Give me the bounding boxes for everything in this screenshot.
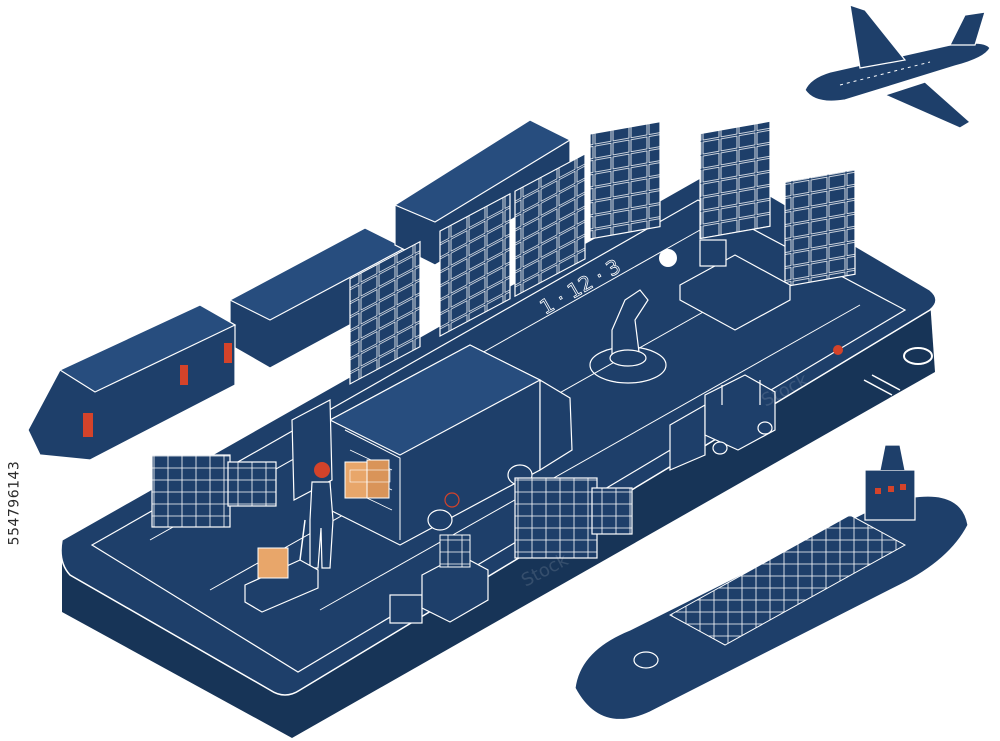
stock-id-text: 554796143	[6, 460, 23, 546]
freight-train	[27, 119, 572, 476]
forklift-right	[669, 374, 776, 471]
pallet-stack-left	[151, 454, 277, 528]
shelf-unit-6	[784, 168, 856, 288]
shelf-unit-2	[439, 192, 511, 337]
shelf-unit-3	[514, 153, 586, 298]
stock-id-label: 554796143	[2, 384, 26, 622]
airplane-icon	[804, 4, 991, 129]
shelf-unit-4	[589, 120, 661, 240]
pallet-jack	[244, 519, 319, 613]
shelf-unit-5	[699, 120, 771, 240]
cargo-boxes-orange	[344, 459, 391, 499]
cargo-ship	[574, 444, 969, 721]
robot-arm	[589, 289, 667, 384]
pallet-stack-center	[514, 477, 633, 559]
delivery-truck	[291, 344, 573, 546]
phone-home-button	[903, 347, 933, 365]
conveyor-belt	[679, 239, 791, 331]
worker	[309, 462, 334, 569]
forklift-center	[389, 492, 489, 624]
warehouse-shelves	[349, 120, 856, 385]
shelf-unit-1	[349, 240, 421, 385]
phone-speaker-slot	[483, 645, 537, 681]
